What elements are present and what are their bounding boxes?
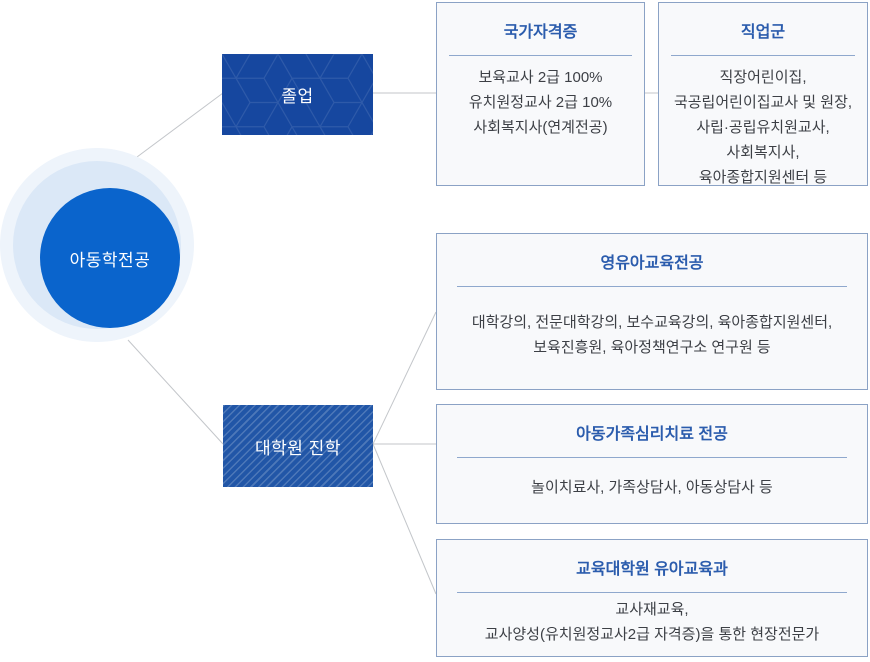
branch-graduation: 졸업: [222, 54, 373, 135]
branch-graduation-label: 졸업: [281, 87, 314, 106]
branch-grad-school-label: 대학원 진학: [255, 438, 341, 458]
card-divider: [671, 55, 855, 56]
card-title: 영유아교육전공: [600, 255, 704, 272]
card-job-groups: 직업군 직장어린이집, 국공립어린이집교사 및 원장, 사립·공립유치원교사, …: [658, 2, 868, 186]
card-text-line: 유치원정교사 2급 10%: [468, 94, 613, 111]
connector-line: [136, 92, 224, 158]
card-text-line: 보육진흥원, 육아정책연구소 연구원 등: [533, 339, 771, 356]
card-text-line: 대학강의, 전문대학강의, 보수교육강의, 육아종합지원센터,: [471, 314, 833, 331]
card-text-line: 국공립어린이집교사 및 원장,: [673, 94, 853, 111]
card-child-family-psychotherapy-major: 아동가족심리치료 전공 놀이치료사, 가족상담사, 아동상담사 등: [436, 404, 868, 524]
connector-line: [372, 443, 437, 595]
card-body: 보육교사 2급 100% 유치원정교사 2급 10% 사회복지사(연계전공): [437, 56, 644, 185]
card-text-line: 사립·공립유치원교사,: [696, 119, 830, 136]
card-text-line: 놀이치료사, 가족상담사, 아동상담사 등: [531, 479, 773, 496]
card-divider: [457, 457, 847, 458]
card-body: 대학강의, 전문대학강의, 보수교육강의, 육아종합지원센터, 보육진흥원, 육…: [437, 287, 867, 389]
card-text-line: 보육교사 2급 100%: [478, 69, 603, 86]
card-divider: [457, 286, 847, 287]
card-early-childhood-education-major: 영유아교육전공 대학강의, 전문대학강의, 보수교육강의, 육아종합지원센터, …: [436, 233, 868, 390]
card-text-line: 교사재교육,: [615, 600, 689, 618]
card-divider: [457, 592, 847, 593]
connector-line: [372, 311, 437, 445]
card-title: 직업군: [740, 24, 786, 41]
root-node: 아동학전공: [40, 188, 180, 328]
card-title: 교육대학원 유아교육과: [576, 561, 728, 578]
card-text-line: 교사양성(유치원정교사2급 자격증)을 통한 현장전문가: [484, 625, 820, 643]
card-body: 직장어린이집, 국공립어린이집교사 및 원장, 사립·공립유치원교사, 사회복지…: [659, 56, 867, 190]
root-node-ring: 아동학전공: [13, 161, 181, 329]
hexagon-pattern: [222, 54, 373, 135]
card-title: 아동가족심리치료 전공: [576, 426, 728, 443]
card-text-line: 사회복지사,: [726, 144, 800, 161]
card-body: 놀이치료사, 가족상담사, 아동상담사 등: [437, 458, 867, 523]
branch-grad-school: 대학원 진학: [223, 405, 373, 487]
card-title: 국가자격증: [503, 24, 578, 41]
card-divider: [449, 55, 632, 56]
card-graduate-school-of-education: 교육대학원 유아교육과 교사재교육, 교사양성(유치원정교사2급 자격증)을 통…: [436, 539, 868, 657]
root-node-label: 아동학전공: [69, 250, 151, 270]
card-text-line: 육아종합지원센터 등: [698, 169, 828, 186]
root-node-glow: 아동학전공: [0, 148, 194, 342]
card-text-line: 사회복지사(연계전공): [473, 119, 608, 136]
connector-line: [127, 339, 224, 445]
card-text-line: 직장어린이집,: [719, 69, 807, 86]
card-national-certificate: 국가자격증 보육교사 2급 100% 유치원정교사 2급 10% 사회복지사(연…: [436, 2, 645, 186]
card-body: 교사재교육, 교사양성(유치원정교사2급 자격증)을 통한 현장전문가: [437, 593, 867, 656]
